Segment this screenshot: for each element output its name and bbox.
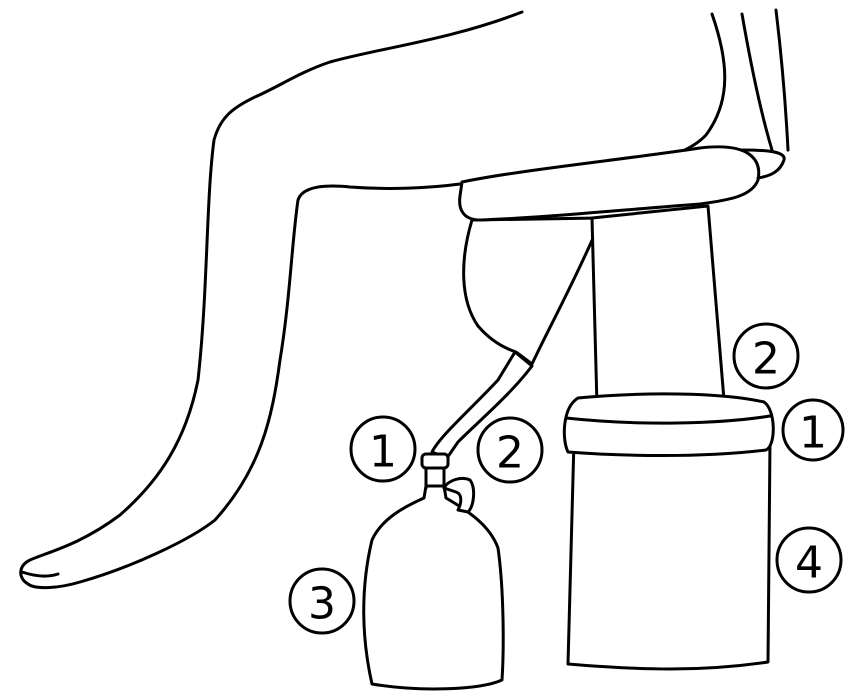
seat-cover [464, 218, 600, 364]
backrest-back [776, 10, 788, 150]
backrest-front [742, 14, 772, 150]
callout-label: 1 [799, 408, 827, 459]
base-container-lid [564, 394, 773, 456]
torso-outline [620, 14, 725, 164]
callout-label: 1 [369, 427, 397, 478]
jug-cap [422, 454, 448, 468]
callout-base-lid: 1 [783, 400, 843, 460]
callout-base-container: 4 [777, 528, 841, 592]
callout-label: 4 [795, 538, 823, 589]
callout-jug-neck: 2 [478, 418, 542, 482]
callout-pedestal: 2 [734, 324, 798, 388]
seat-cushion [460, 147, 759, 220]
callout-label: 3 [308, 579, 336, 630]
callout-label: 2 [752, 334, 780, 385]
jug-body [364, 486, 503, 689]
base-container-body [568, 440, 770, 669]
callout-label: 2 [496, 428, 524, 479]
callout-jug-cap: 1 [351, 417, 415, 481]
callout-jug-body: 3 [290, 569, 354, 633]
toe-line [22, 572, 58, 576]
pedestal-column [592, 206, 724, 406]
